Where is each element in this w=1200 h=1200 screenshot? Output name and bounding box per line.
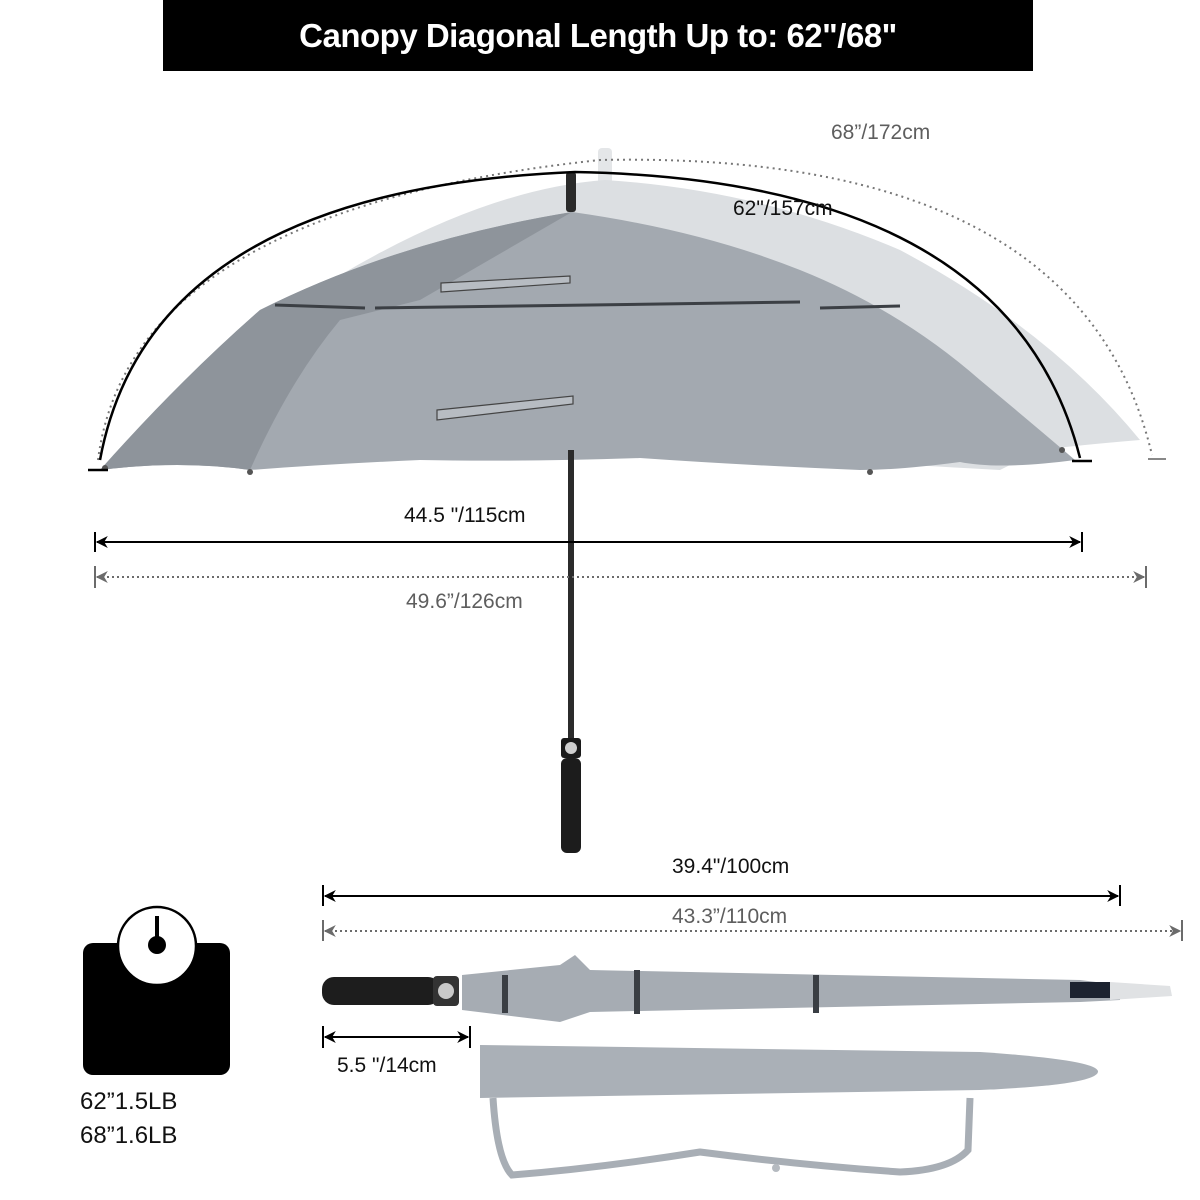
- folded-length-dimensions: [322, 885, 1183, 941]
- canopy-width-68-label: 49.6”/126cm: [406, 590, 523, 613]
- open-umbrella-canopy: [100, 172, 1075, 475]
- arc-62-label: 62"/157cm: [733, 197, 833, 220]
- title-banner: Canopy Diagonal Length Up to: 62"/68": [163, 0, 1033, 71]
- handle-length-dimension: [322, 1026, 471, 1048]
- scale-icon: [83, 905, 230, 1075]
- weight-68-label: 68”1.6LB: [80, 1122, 178, 1149]
- folded-length-68-label: 43.3”/110cm: [672, 905, 788, 928]
- carry-sleeve: [480, 1045, 1099, 1179]
- folded-umbrella: [322, 955, 1172, 1022]
- weight-62-label: 62”1.5LB: [80, 1088, 178, 1115]
- arc-62-solid: [98, 170, 1082, 461]
- arc-68-dotted: [97, 158, 1153, 461]
- page-title: Canopy Diagonal Length Up to: 62"/68": [299, 16, 897, 54]
- canopy-width-dimensions: [94, 532, 1147, 588]
- arc-68-label: 68”/172cm: [831, 121, 931, 144]
- handle-length-label: 5.5 "/14cm: [337, 1054, 437, 1077]
- folded-length-62-label: 39.4"/100cm: [672, 855, 790, 878]
- canopy-width-62-label: 44.5 "/115cm: [404, 504, 526, 527]
- open-umbrella-shaft: [561, 450, 581, 853]
